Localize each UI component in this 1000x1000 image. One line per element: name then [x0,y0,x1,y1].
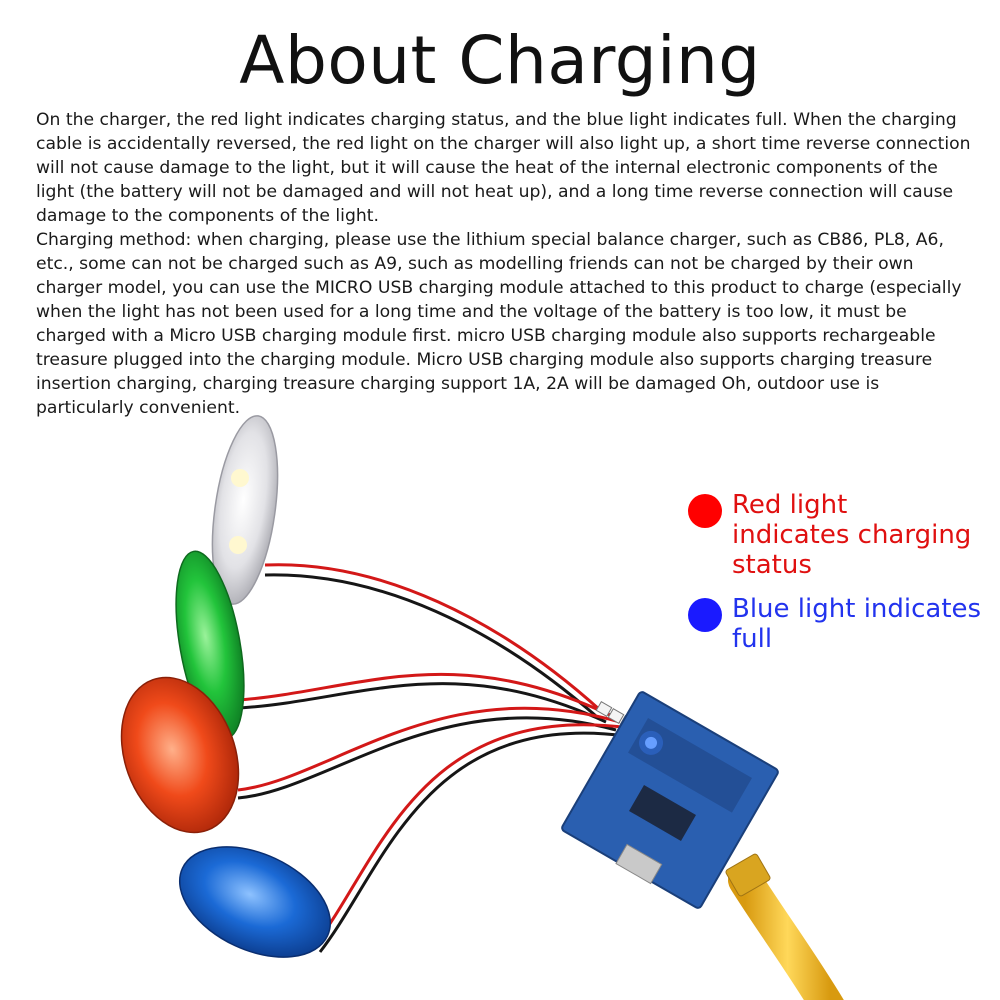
page-title: About Charging [239,22,761,99]
wire-blue-red [313,723,631,946]
blue-dot-icon [688,598,722,632]
wires [237,563,631,953]
white-light [211,415,279,605]
charging-illustration [120,415,844,1000]
usb-cable [725,853,844,1000]
wire-red-black [237,716,617,800]
wire-blue-black [318,731,627,953]
paragraph-status: On the charger, the red light indicates … [36,110,971,226]
charging-description: On the charger, the red light indicates … [36,108,971,420]
wire-white-red [264,563,602,712]
paragraph-method: Charging method: when charging, please u… [36,230,962,418]
legend-red-label: Red light indicates charging status [732,490,972,580]
wire-green-black [239,682,607,724]
red-dot-icon [688,494,722,528]
blue-light [178,846,332,958]
red-light [120,676,240,834]
wire-green-red [239,672,611,717]
legend-red: Red light indicates charging status [688,490,972,580]
wire-white-black [264,573,597,718]
charging-module [561,691,779,909]
legend-blue-label: Blue light indicates full [732,594,982,654]
wire-red-red [237,706,621,792]
legend-blue: Blue light indicates full [688,594,992,654]
